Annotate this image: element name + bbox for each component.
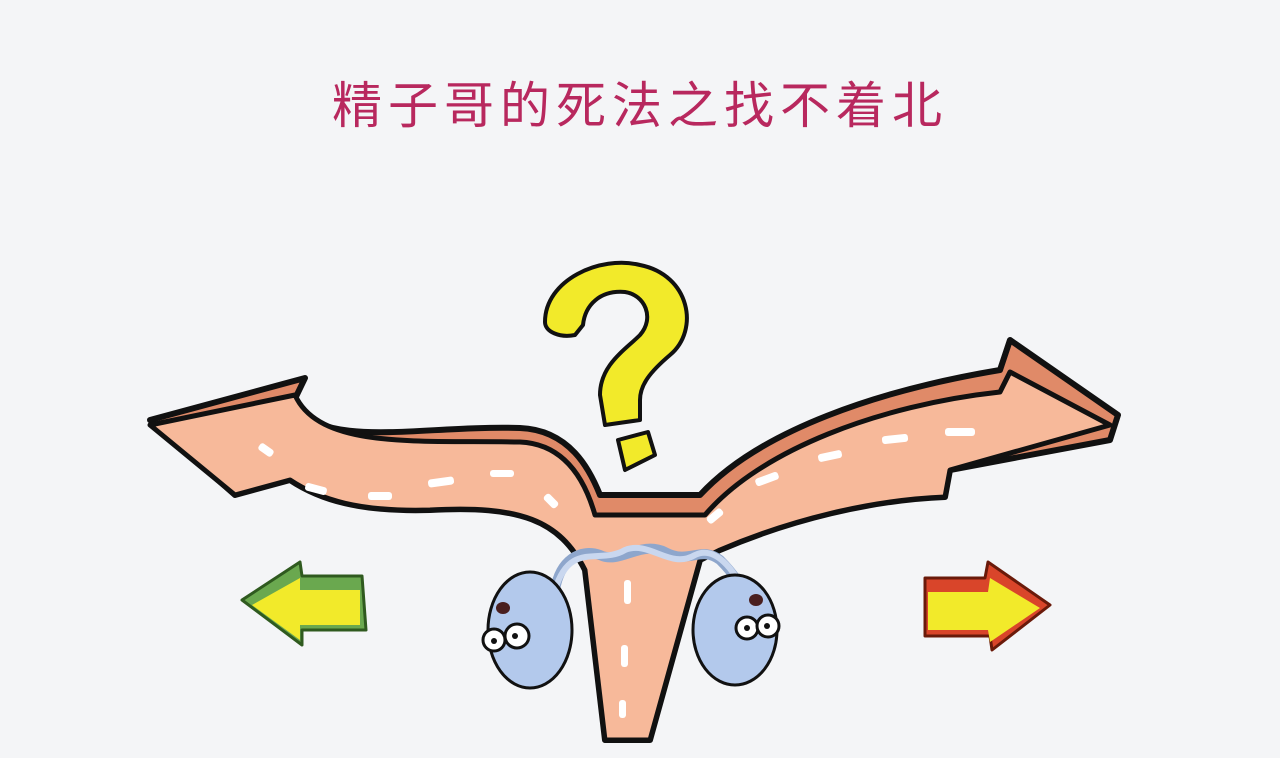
question-mark-icon [543, 260, 689, 472]
sperm-tails [550, 543, 750, 600]
sperm-right [691, 573, 781, 687]
sperm-left [481, 570, 574, 690]
left-arrow-icon [240, 560, 368, 647]
lane-marks [258, 428, 975, 718]
page-title: 精子哥的死法之找不着北 [332, 77, 948, 135]
right-arrow-icon [923, 560, 1052, 652]
